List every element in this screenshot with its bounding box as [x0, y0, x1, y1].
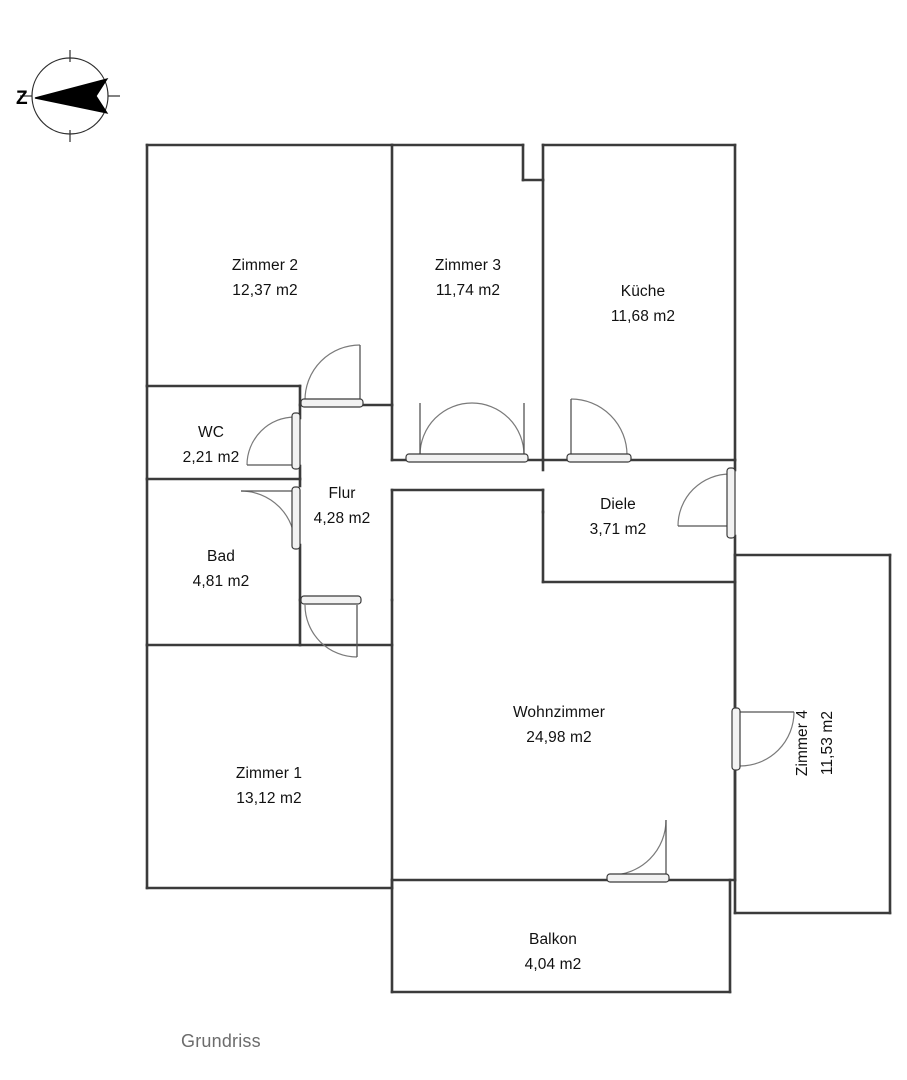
room-area-bad: 4,81 m2: [192, 573, 250, 590]
room-name-flur: Flur: [328, 485, 356, 502]
room-area-flur: 4,28 m2: [313, 510, 371, 527]
room-area-zimmer4: 11,53 m2: [819, 710, 836, 776]
room-area-balkon: 4,04 m2: [524, 956, 582, 973]
room-label-wc: WC 2,21 m2: [131, 420, 291, 470]
walls-wohnzimmer: [390, 488, 737, 882]
room-label-bad: Bad 4,81 m2: [141, 544, 301, 594]
compass-label: Z: [16, 88, 28, 109]
room-name-wohnzimmer: Wohnzimmer: [512, 704, 605, 721]
walls-bad: [145, 477, 302, 647]
walls-balkon: [390, 878, 732, 994]
room-label-zimmer1: Zimmer 1 13,12 m2: [189, 761, 349, 811]
room-name-zimmer1: Zimmer 1: [235, 765, 303, 782]
room-name-balkon: Balkon: [529, 931, 577, 948]
room-area-zimmer3: 11,74 m2: [435, 282, 501, 299]
room-area-kueche: 11,68 m2: [610, 308, 676, 325]
room-label-kueche: Küche 11,68 m2: [563, 279, 723, 329]
room-name-zimmer2: Zimmer 2: [231, 257, 299, 274]
room-name-wc: WC: [197, 424, 225, 441]
room-label-zimmer2: Zimmer 2 12,37 m2: [180, 253, 350, 303]
walls-zimmer1: [145, 598, 394, 890]
room-area-wohnzimmer: 24,98 m2: [526, 729, 592, 746]
room-label-flur: Flur 4,28 m2: [262, 481, 422, 531]
room-label-zimmer4: Zimmer 4 11,53 m2: [790, 663, 840, 823]
door-zimmer4[interactable]: [731, 707, 795, 771]
walls-kueche: [541, 143, 737, 462]
door-zimmer1[interactable]: [300, 595, 362, 658]
room-name-bad: Bad: [207, 548, 235, 565]
room-label-diele: Diele 3,71 m2: [538, 492, 698, 542]
room-name-kueche: Küche: [620, 283, 666, 300]
compass-center-dot: [68, 94, 72, 98]
door-diele[interactable]: [677, 467, 736, 539]
room-label-balkon: Balkon 4,04 m2: [473, 927, 633, 977]
room-name-diele: Diele: [600, 496, 636, 513]
door-zimmer2[interactable]: [300, 344, 364, 408]
room-area-wc: 2,21 m2: [182, 449, 240, 466]
room-area-zimmer1: 13,12 m2: [236, 790, 302, 807]
door-zimmer3[interactable]: [405, 402, 529, 463]
room-area-zimmer2: 12,37 m2: [232, 282, 298, 299]
room-label-zimmer3: Zimmer 3 11,74 m2: [388, 253, 548, 303]
door-kueche[interactable]: [566, 398, 632, 463]
walls-zimmer3: [390, 143, 545, 462]
walls-zimmer2: [145, 143, 394, 407]
door-bad[interactable]: [240, 486, 301, 550]
figure-caption: Grundriss: [181, 1031, 261, 1051]
door-wc[interactable]: [246, 412, 301, 470]
room-name-zimmer3: Zimmer 3: [434, 257, 502, 274]
room-area-diele: 3,71 m2: [589, 521, 647, 538]
room-label-wohnzimmer: Wohnzimmer 24,98 m2: [469, 700, 649, 750]
door-balkon[interactable]: [606, 819, 670, 883]
compass-rose: Z: [16, 50, 120, 142]
room-name-zimmer4: Zimmer 4: [794, 709, 811, 777]
walls-zimmer4: [733, 553, 892, 915]
